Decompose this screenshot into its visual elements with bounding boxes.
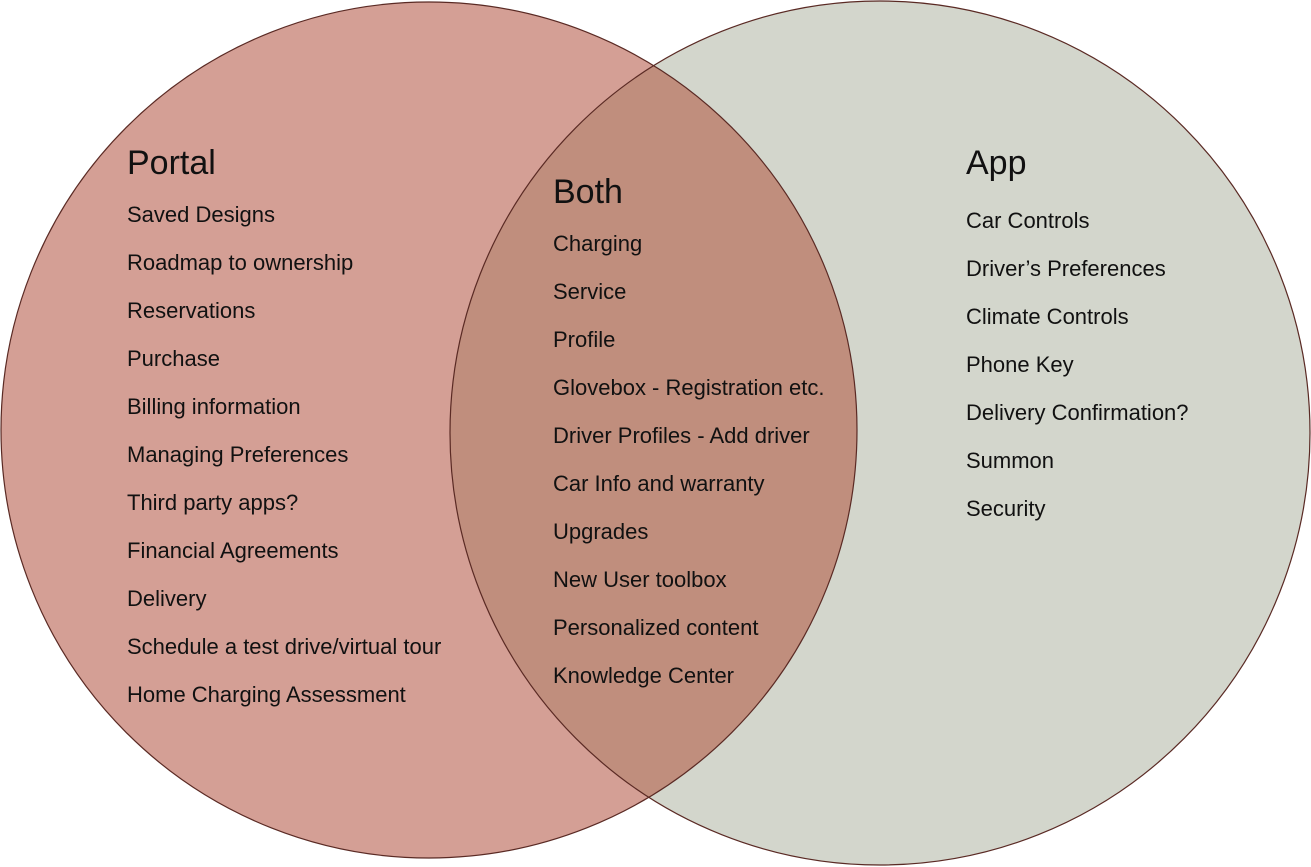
both-group: Both Charging Service Profile Glovebox -…	[553, 172, 824, 700]
both-item: New User toolbox	[553, 567, 727, 592]
both-title: Both	[553, 173, 623, 211]
portal-item: Billing information	[127, 394, 301, 419]
portal-group: Portal Saved Designs Roadmap to ownershi…	[127, 143, 441, 719]
app-group: App Car Controls Driver’s Preferences Cl…	[966, 143, 1189, 533]
app-item: Climate Controls	[966, 304, 1129, 329]
portal-item: Third party apps?	[127, 490, 299, 515]
app-item: Summon	[966, 448, 1055, 473]
overlap-region	[450, 2, 857, 858]
portal-item: Purchase	[127, 346, 220, 371]
portal-item: Managing Preferences	[127, 442, 349, 467]
both-item: Service	[553, 279, 627, 304]
both-item: Charging	[553, 231, 643, 256]
portal-item: Roadmap to ownership	[127, 250, 354, 275]
app-circle-outline	[449, 0, 1311, 866]
portal-item: Delivery	[127, 586, 207, 611]
both-item: Personalized content	[553, 615, 759, 640]
portal-item: Home Charging Assessment	[127, 682, 406, 707]
both-list: Charging Service Profile Glovebox - Regi…	[553, 220, 824, 700]
app-list: Car Controls Driver’s Preferences Climat…	[966, 197, 1189, 533]
app-title: App	[966, 144, 1027, 182]
portal-circle-outline	[0, 1, 858, 859]
both-item: Car Info and warranty	[553, 471, 765, 496]
both-item: Upgrades	[553, 519, 649, 544]
app-item: Phone Key	[966, 352, 1074, 377]
both-item: Profile	[553, 327, 616, 352]
both-item: Knowledge Center	[553, 663, 735, 688]
both-item: Glovebox - Registration etc.	[553, 375, 825, 400]
portal-list: Saved Designs Roadmap to ownership Reser…	[127, 191, 441, 719]
app-item: Driver’s Preferences	[966, 256, 1166, 281]
both-item: Driver Profiles - Add driver	[553, 423, 810, 448]
portal-item: Schedule a test drive/virtual tour	[127, 634, 442, 659]
app-item: Car Controls	[966, 208, 1090, 233]
portal-title: Portal	[127, 144, 216, 182]
portal-item: Saved Designs	[127, 202, 275, 227]
portal-item: Financial Agreements	[127, 538, 339, 563]
app-item: Security	[966, 496, 1046, 521]
portal-item: Reservations	[127, 298, 256, 323]
app-item: Delivery Confirmation?	[966, 400, 1189, 425]
